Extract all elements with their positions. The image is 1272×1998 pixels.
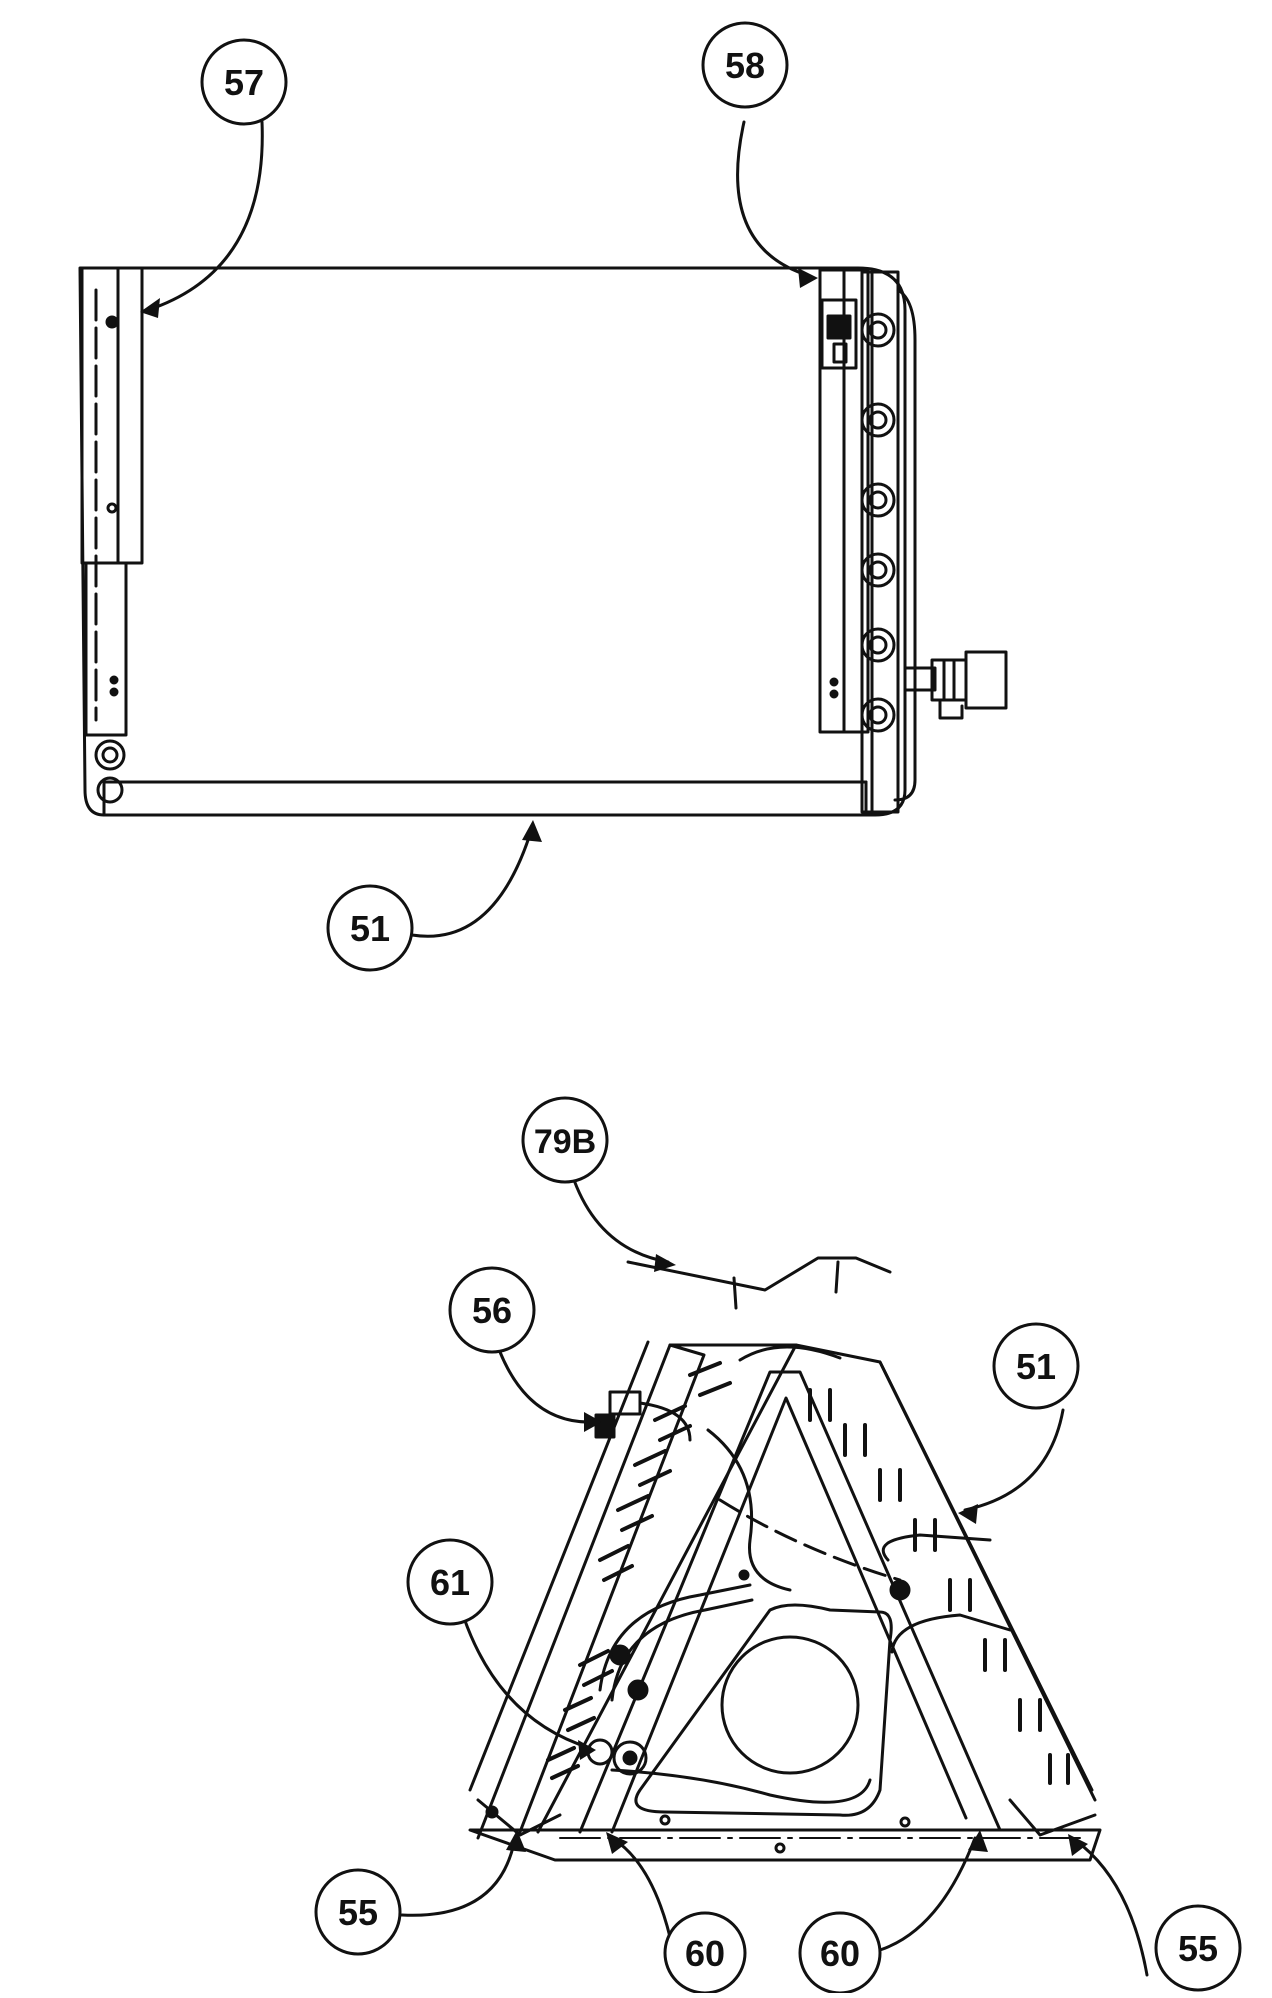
callout-55-right-label: 55 (1178, 1928, 1218, 1969)
callout-55-left-label: 55 (338, 1892, 378, 1933)
callout-51-top-label: 51 (350, 908, 390, 949)
callout-58-label: 58 (725, 45, 765, 86)
leader-61 (462, 1616, 592, 1750)
callout-56-bubble (448, 1266, 536, 1354)
leader-60-right (878, 1836, 977, 1952)
leader-58 (736, 120, 812, 278)
callout-79b-bubble (521, 1096, 609, 1184)
callout-55-right-bubble (1154, 1904, 1242, 1992)
callout-57-label: 57 (224, 62, 264, 103)
leader-51-top (410, 826, 534, 938)
callout-60-right-label: 60 (820, 1933, 860, 1974)
callout-56-label: 56 (472, 1290, 512, 1331)
leader-55-left (400, 1836, 517, 1917)
leader-57 (146, 120, 264, 312)
leader-51-bottom (963, 1408, 1065, 1512)
callout-51-bottom-label: 51 (1016, 1346, 1056, 1387)
a-coil-view (468, 1340, 1102, 1862)
callout-61-label: 61 (430, 1562, 470, 1603)
leader-55-right (1073, 1838, 1149, 1977)
coil-side-view (78, 266, 1008, 817)
callout-51-bottom-bubble (992, 1322, 1080, 1410)
callout-51-top-bubble (326, 884, 414, 972)
leader-56 (498, 1350, 597, 1424)
callout-79b-label: 79B (534, 1123, 596, 1161)
leader-79b (572, 1178, 670, 1264)
callout-61-bubble (406, 1538, 494, 1626)
bracket-79b (626, 1256, 892, 1292)
callout-60-left-label: 60 (685, 1933, 725, 1974)
callout-58-bubble (701, 21, 789, 109)
callout-55-left-bubble (314, 1868, 402, 1956)
callout-57-bubble (200, 38, 288, 126)
leader-60-left (610, 1836, 675, 1952)
